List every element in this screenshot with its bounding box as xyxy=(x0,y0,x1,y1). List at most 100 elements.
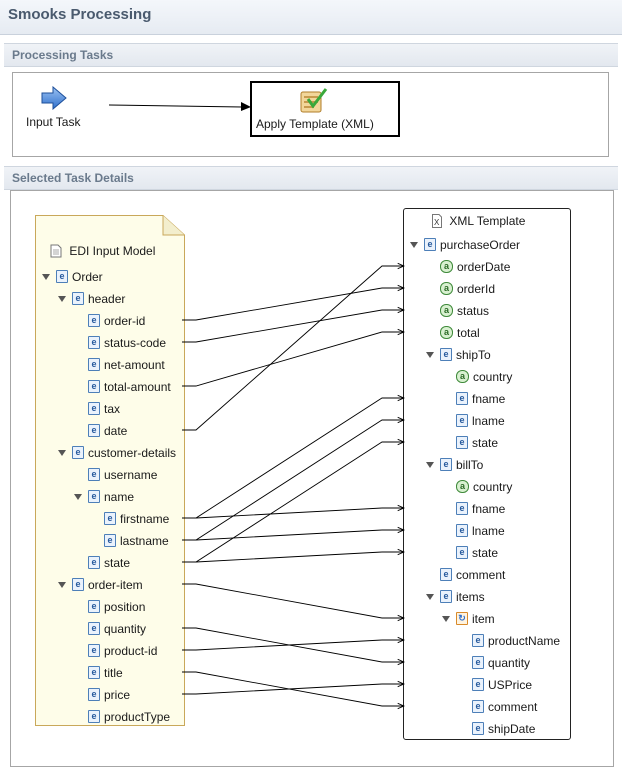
expand-toggle-icon[interactable] xyxy=(74,493,82,500)
selected-task-details-header[interactable]: Selected Task Details xyxy=(4,166,618,190)
section-title: Selected Task Details xyxy=(12,171,134,185)
node-label: quantity xyxy=(488,655,531,670)
mapping-line[interactable] xyxy=(182,442,404,563)
xml-template-panel xyxy=(403,208,571,740)
template-checklist-icon xyxy=(300,88,328,113)
mapping-line[interactable] xyxy=(182,552,404,563)
mapping-line[interactable] xyxy=(182,288,404,321)
node-label: order-item xyxy=(88,577,143,592)
processing-tasks-header[interactable]: Processing Tasks xyxy=(4,43,618,67)
attribute-icon: a xyxy=(440,326,453,340)
mapping-line[interactable] xyxy=(182,420,404,541)
node-label: productType xyxy=(104,709,171,724)
element-icon: e xyxy=(88,710,100,724)
expand-toggle-icon[interactable] xyxy=(410,241,418,248)
element-icon: e xyxy=(440,348,452,362)
mapping-line[interactable] xyxy=(182,332,404,387)
attribute-icon: a xyxy=(440,304,453,318)
expand-toggle-icon[interactable] xyxy=(426,461,434,468)
node-label: lastname xyxy=(120,533,169,548)
node-label: country xyxy=(473,479,513,494)
edi-model-header: EDI Input Model xyxy=(50,243,155,258)
expand-toggle-icon[interactable] xyxy=(58,581,66,588)
expand-toggle-icon[interactable] xyxy=(426,593,434,600)
expand-toggle-icon[interactable] xyxy=(58,295,66,302)
edi-input-model-panel xyxy=(35,215,185,726)
node-label: title xyxy=(104,665,123,680)
apply-template-task-node[interactable]: Apply Template (XML) xyxy=(250,81,400,137)
element-icon: e xyxy=(440,458,452,472)
expand-toggle-icon[interactable] xyxy=(426,351,434,358)
element-icon: e xyxy=(56,270,68,284)
node-label: username xyxy=(104,467,158,482)
expand-toggle-icon[interactable] xyxy=(42,273,50,280)
mapping-line[interactable] xyxy=(182,266,404,431)
expand-toggle-icon[interactable] xyxy=(442,615,450,622)
mapping-line[interactable] xyxy=(182,530,404,541)
element-icon: e xyxy=(88,556,100,570)
mapping-line[interactable] xyxy=(182,398,404,519)
element-icon: e xyxy=(456,414,468,428)
node-label: orderId xyxy=(457,281,496,296)
xml-node-item[interactable]: ↻item xyxy=(442,608,495,628)
mapping-line[interactable] xyxy=(182,640,404,651)
edi-node-producttype[interactable]: e productType xyxy=(74,706,170,726)
mapping-line[interactable] xyxy=(182,583,404,618)
page-title: Smooks Processing xyxy=(8,6,152,23)
input-task-node[interactable] xyxy=(40,85,68,113)
mapping-line[interactable] xyxy=(182,508,404,519)
node-label: tax xyxy=(104,401,121,416)
mapping-line[interactable] xyxy=(182,684,404,695)
mapping-line[interactable] xyxy=(182,310,404,343)
element-icon: e xyxy=(104,534,116,548)
edi-node-lastname[interactable]: e lastname xyxy=(90,530,169,550)
node-label: position xyxy=(104,599,146,614)
node-label: price xyxy=(104,687,131,702)
node-label: shipDate xyxy=(488,721,536,736)
expand-toggle-icon[interactable] xyxy=(58,449,66,456)
node-label: country xyxy=(473,369,513,384)
node-label: fname xyxy=(472,391,506,406)
